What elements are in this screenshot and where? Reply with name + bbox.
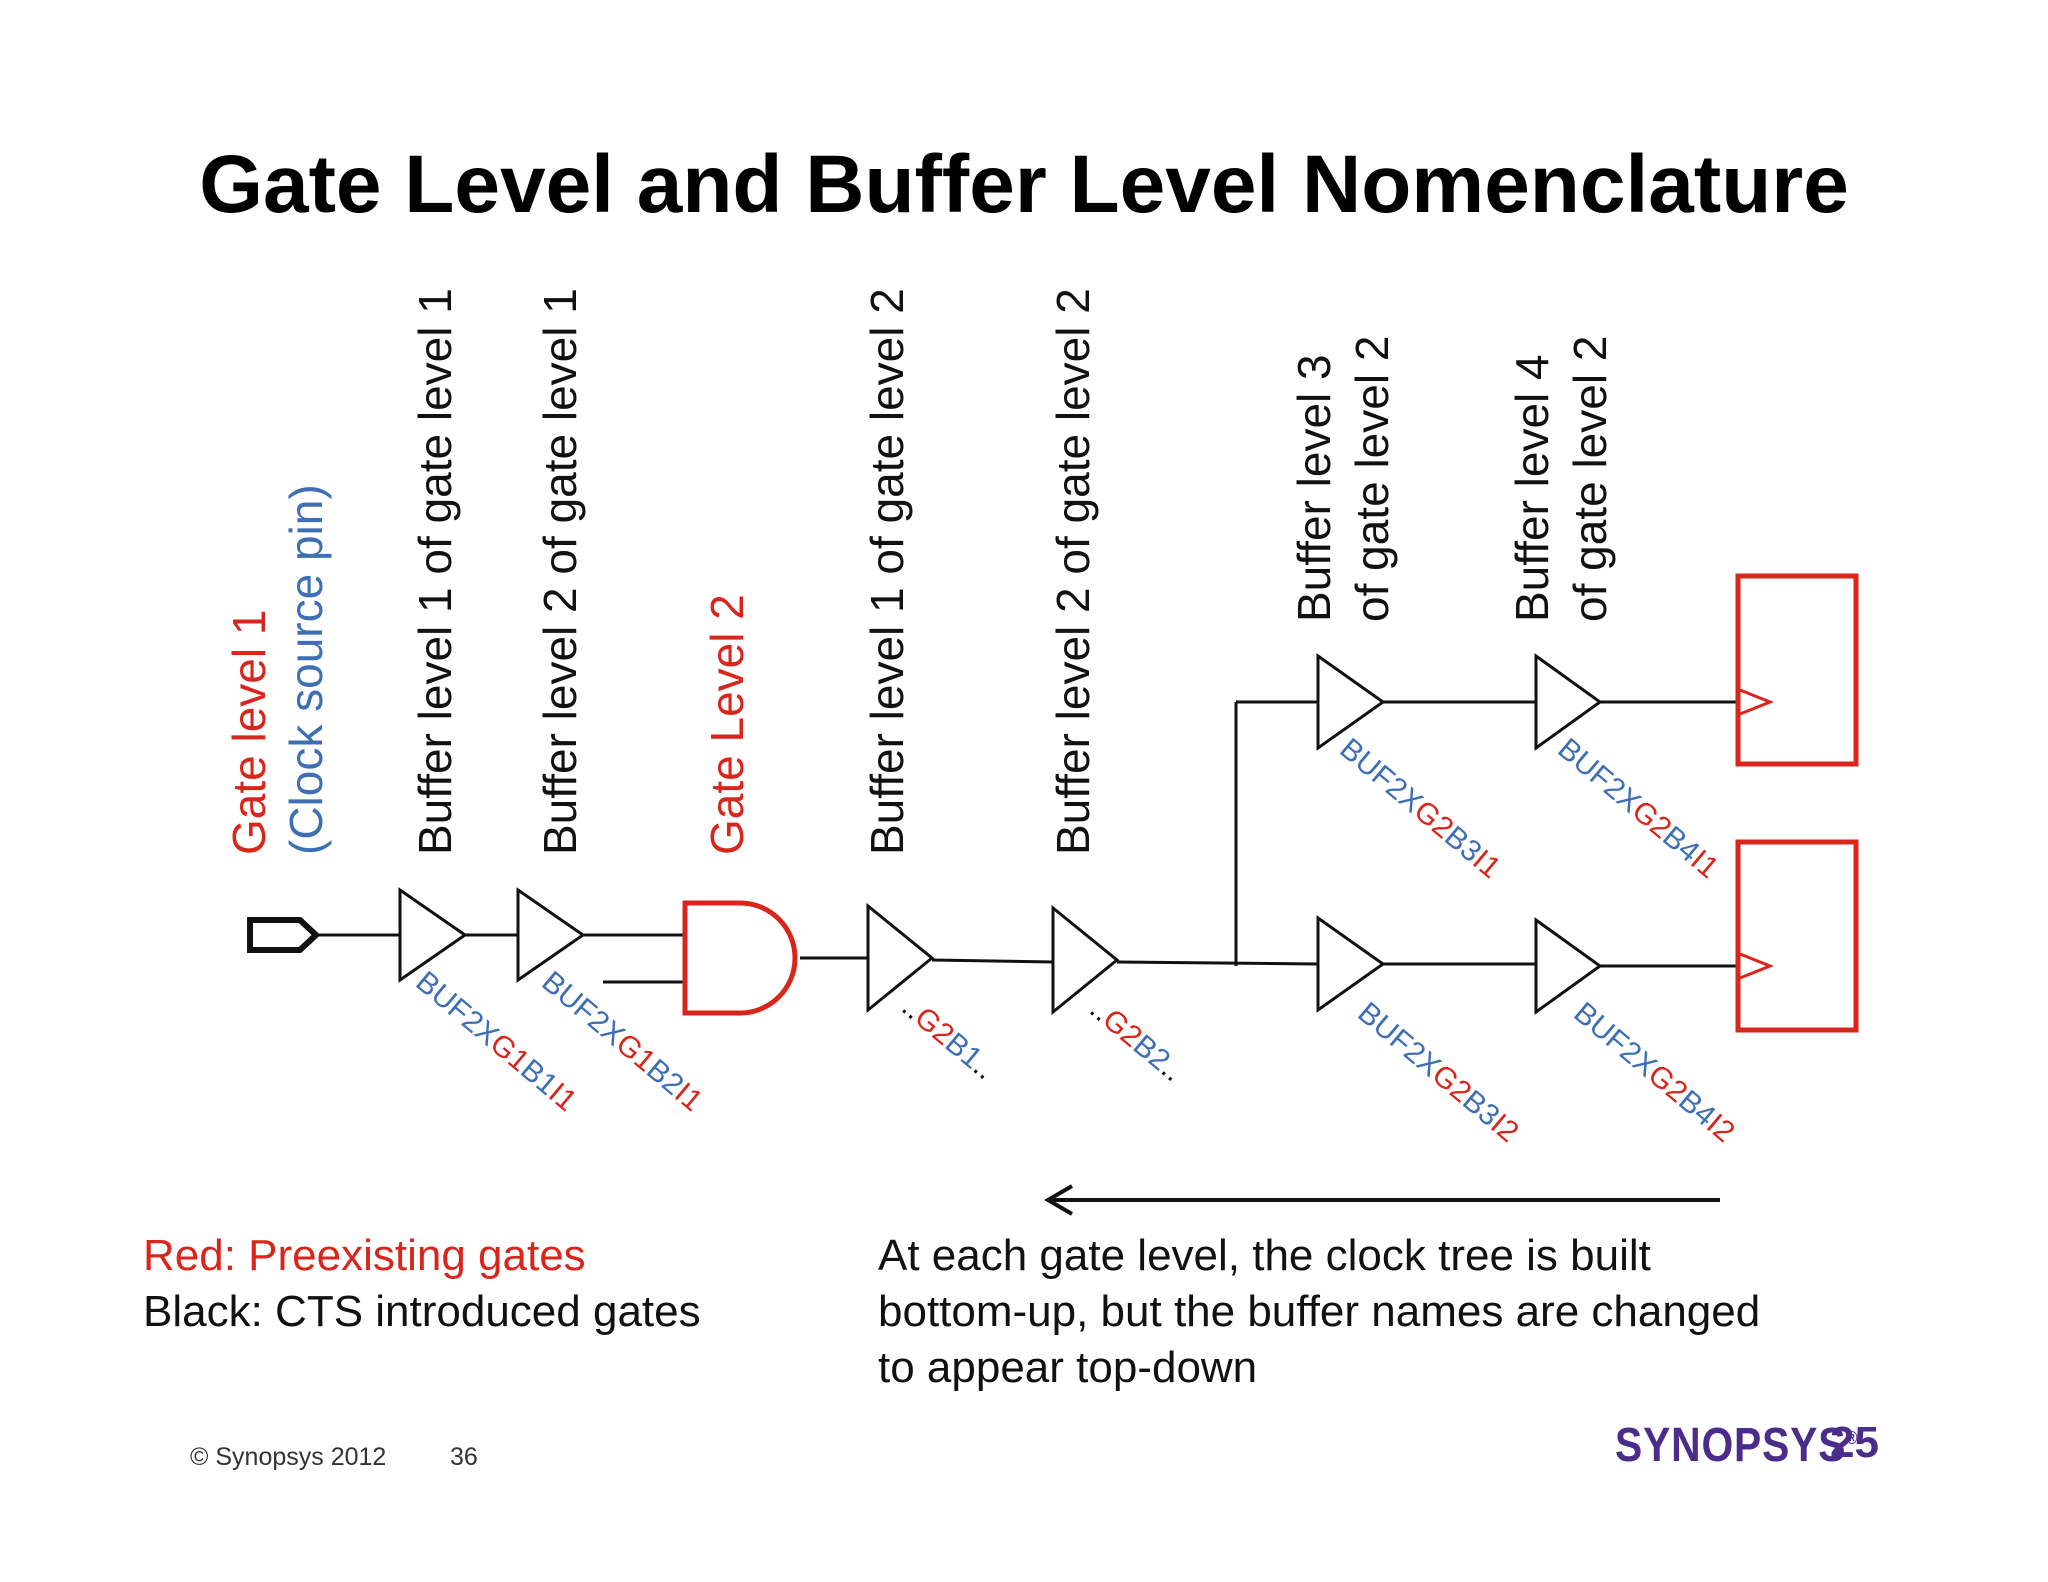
- buffer-g1b1: [398, 887, 468, 983]
- flip-flop-bottom: [1735, 839, 1859, 1033]
- synopsys-logo: SYNOPSYS®: [1615, 1418, 1858, 1473]
- note-line-2: bottom-up, but the buffer names are chan…: [878, 1287, 1761, 1336]
- logo-brand: SYNOPSYS: [1615, 1419, 1847, 1472]
- label-buf-l2-g1: Buffer level 2 of gate level 1: [534, 288, 586, 855]
- buffer-g2b3-i2: [1316, 915, 1386, 1013]
- wires: [316, 700, 1738, 984]
- label-buf-l2-g2: Buffer level 2 of gate level 2: [1047, 288, 1099, 855]
- clock-pin-top-icon: [1739, 688, 1775, 716]
- copyright: © Synopsys 2012: [190, 1443, 387, 1471]
- legend-black: Black: CTS introduced gates: [143, 1287, 701, 1336]
- bottom-up-arrow-icon: [1044, 1184, 1720, 1216]
- page-title: Gate Level and Buffer Level Nomenclature: [199, 139, 1849, 230]
- buffer-g2b3-i1: [1316, 653, 1386, 751]
- label-buf-l3-g2-line2: of gate level 2: [1346, 336, 1398, 622]
- buffer-name-g2b4i2: BUF2XG2B4I2: [1568, 996, 1741, 1149]
- buffer-name-g2b3i2: BUF2XG2B3I2: [1352, 996, 1525, 1149]
- label-buf-l1-g1: Buffer level 1 of gate level 1: [409, 288, 461, 855]
- flip-flop-top: [1735, 573, 1859, 767]
- buffer-name-g2b3i1: BUF2XG2B3I1: [1334, 732, 1507, 885]
- label-clock-source-pin: (Clock source pin): [280, 484, 332, 855]
- note-line-1: At each gate level, the clock tree is bu…: [878, 1231, 1651, 1280]
- clock-source-pin: [247, 917, 321, 953]
- buffer-g2b2: [1051, 904, 1120, 1016]
- buffer-triangles: [398, 653, 1603, 1016]
- buffer-g1b2: [516, 887, 586, 983]
- legend: Red: Preexisting gates Black: CTS introd…: [143, 1228, 701, 1340]
- page-number: 36: [450, 1443, 478, 1471]
- label-buf-l1-g2: Buffer level 1 of gate level 2: [861, 288, 913, 855]
- note-line-3: to appear top-down: [878, 1343, 1258, 1392]
- label-buf-l4-g2-line1: Buffer level 4: [1506, 354, 1558, 622]
- label-buf-l4-g2-line2: of gate level 2: [1564, 336, 1616, 622]
- anniversary-badge: 25: [1830, 1418, 1879, 1467]
- buffer-g2b4-i1: [1534, 653, 1603, 751]
- buffer-name-g2b2: ..G2B2..: [1084, 992, 1190, 1088]
- and-gate: [682, 900, 798, 1016]
- label-buf-l3-g2-line1: Buffer level 3: [1288, 354, 1340, 622]
- buffer-g2b1: [866, 902, 935, 1014]
- clock-pin-bottom-icon: [1739, 952, 1775, 980]
- buffer-name-g2b4i1: BUF2XG2B4I1: [1552, 732, 1725, 885]
- label-gate-level-1: Gate level 1: [223, 610, 275, 855]
- explanation-note: At each gate level, the clock tree is bu…: [878, 1228, 1878, 1396]
- buffer-name-g2b1: ..G2B1..: [896, 990, 1002, 1086]
- legend-red: Red: Preexisting gates: [143, 1231, 586, 1280]
- label-gate-level-2: Gate Level 2: [701, 594, 753, 855]
- buffer-g2b4-i2: [1534, 917, 1603, 1015]
- logo-mark: ®: [1846, 1428, 1859, 1448]
